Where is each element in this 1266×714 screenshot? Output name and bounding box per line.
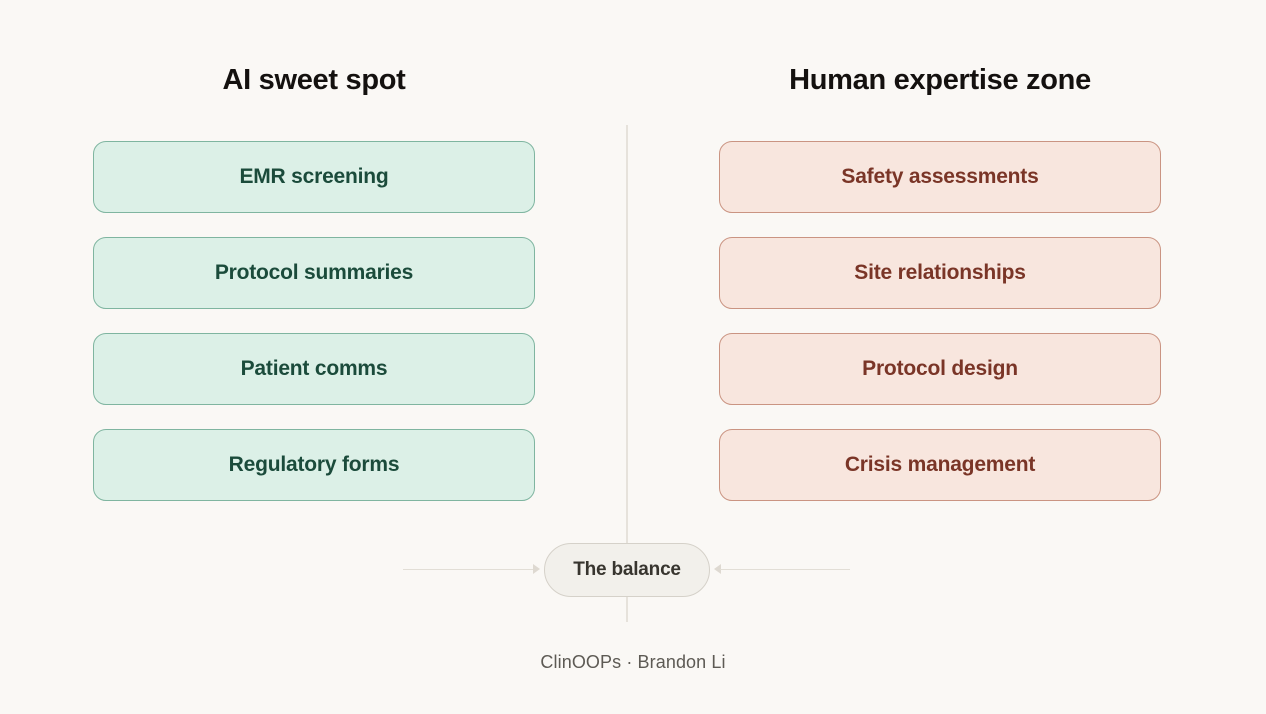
pill-human-1[interactable]: Safety assessments bbox=[719, 141, 1161, 213]
arrow-left-icon bbox=[714, 564, 721, 574]
column-title-ai: AI sweet spot bbox=[222, 64, 406, 96]
pill-ai-4[interactable]: Regulatory forms bbox=[93, 429, 535, 501]
column-human: Safety assessments Site relationships Pr… bbox=[719, 141, 1161, 501]
connector-line-right bbox=[720, 569, 850, 571]
footer-attribution: ClinOOPs · Brandon Li bbox=[540, 652, 726, 672]
pill-human-4[interactable]: Crisis management bbox=[719, 429, 1161, 501]
balance-pill[interactable]: The balance bbox=[544, 543, 710, 597]
column-title-human: Human expertise zone bbox=[789, 64, 1091, 96]
pill-ai-3[interactable]: Patient comms bbox=[93, 333, 535, 405]
connector-line-left bbox=[403, 569, 534, 571]
arrow-right-icon bbox=[533, 564, 540, 574]
pill-ai-2[interactable]: Protocol summaries bbox=[93, 237, 535, 309]
pill-human-2[interactable]: Site relationships bbox=[719, 237, 1161, 309]
pill-ai-1[interactable]: EMR screening bbox=[93, 141, 535, 213]
column-ai: EMR screening Protocol summaries Patient… bbox=[93, 141, 535, 501]
balance-row: The balance bbox=[0, 543, 1266, 597]
center-divider bbox=[626, 125, 628, 622]
pill-human-3[interactable]: Protocol design bbox=[719, 333, 1161, 405]
